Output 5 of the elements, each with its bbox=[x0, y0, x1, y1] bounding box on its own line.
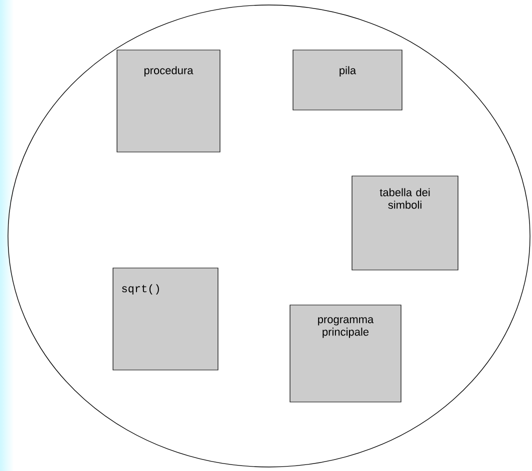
memory-box: tabella dei simboli bbox=[352, 176, 458, 270]
memory-box: pila bbox=[292, 50, 402, 110]
memory-box: programma principale bbox=[290, 304, 402, 402]
memory-box: procedura bbox=[116, 50, 220, 152]
memory-box: sqrt() bbox=[112, 268, 218, 370]
